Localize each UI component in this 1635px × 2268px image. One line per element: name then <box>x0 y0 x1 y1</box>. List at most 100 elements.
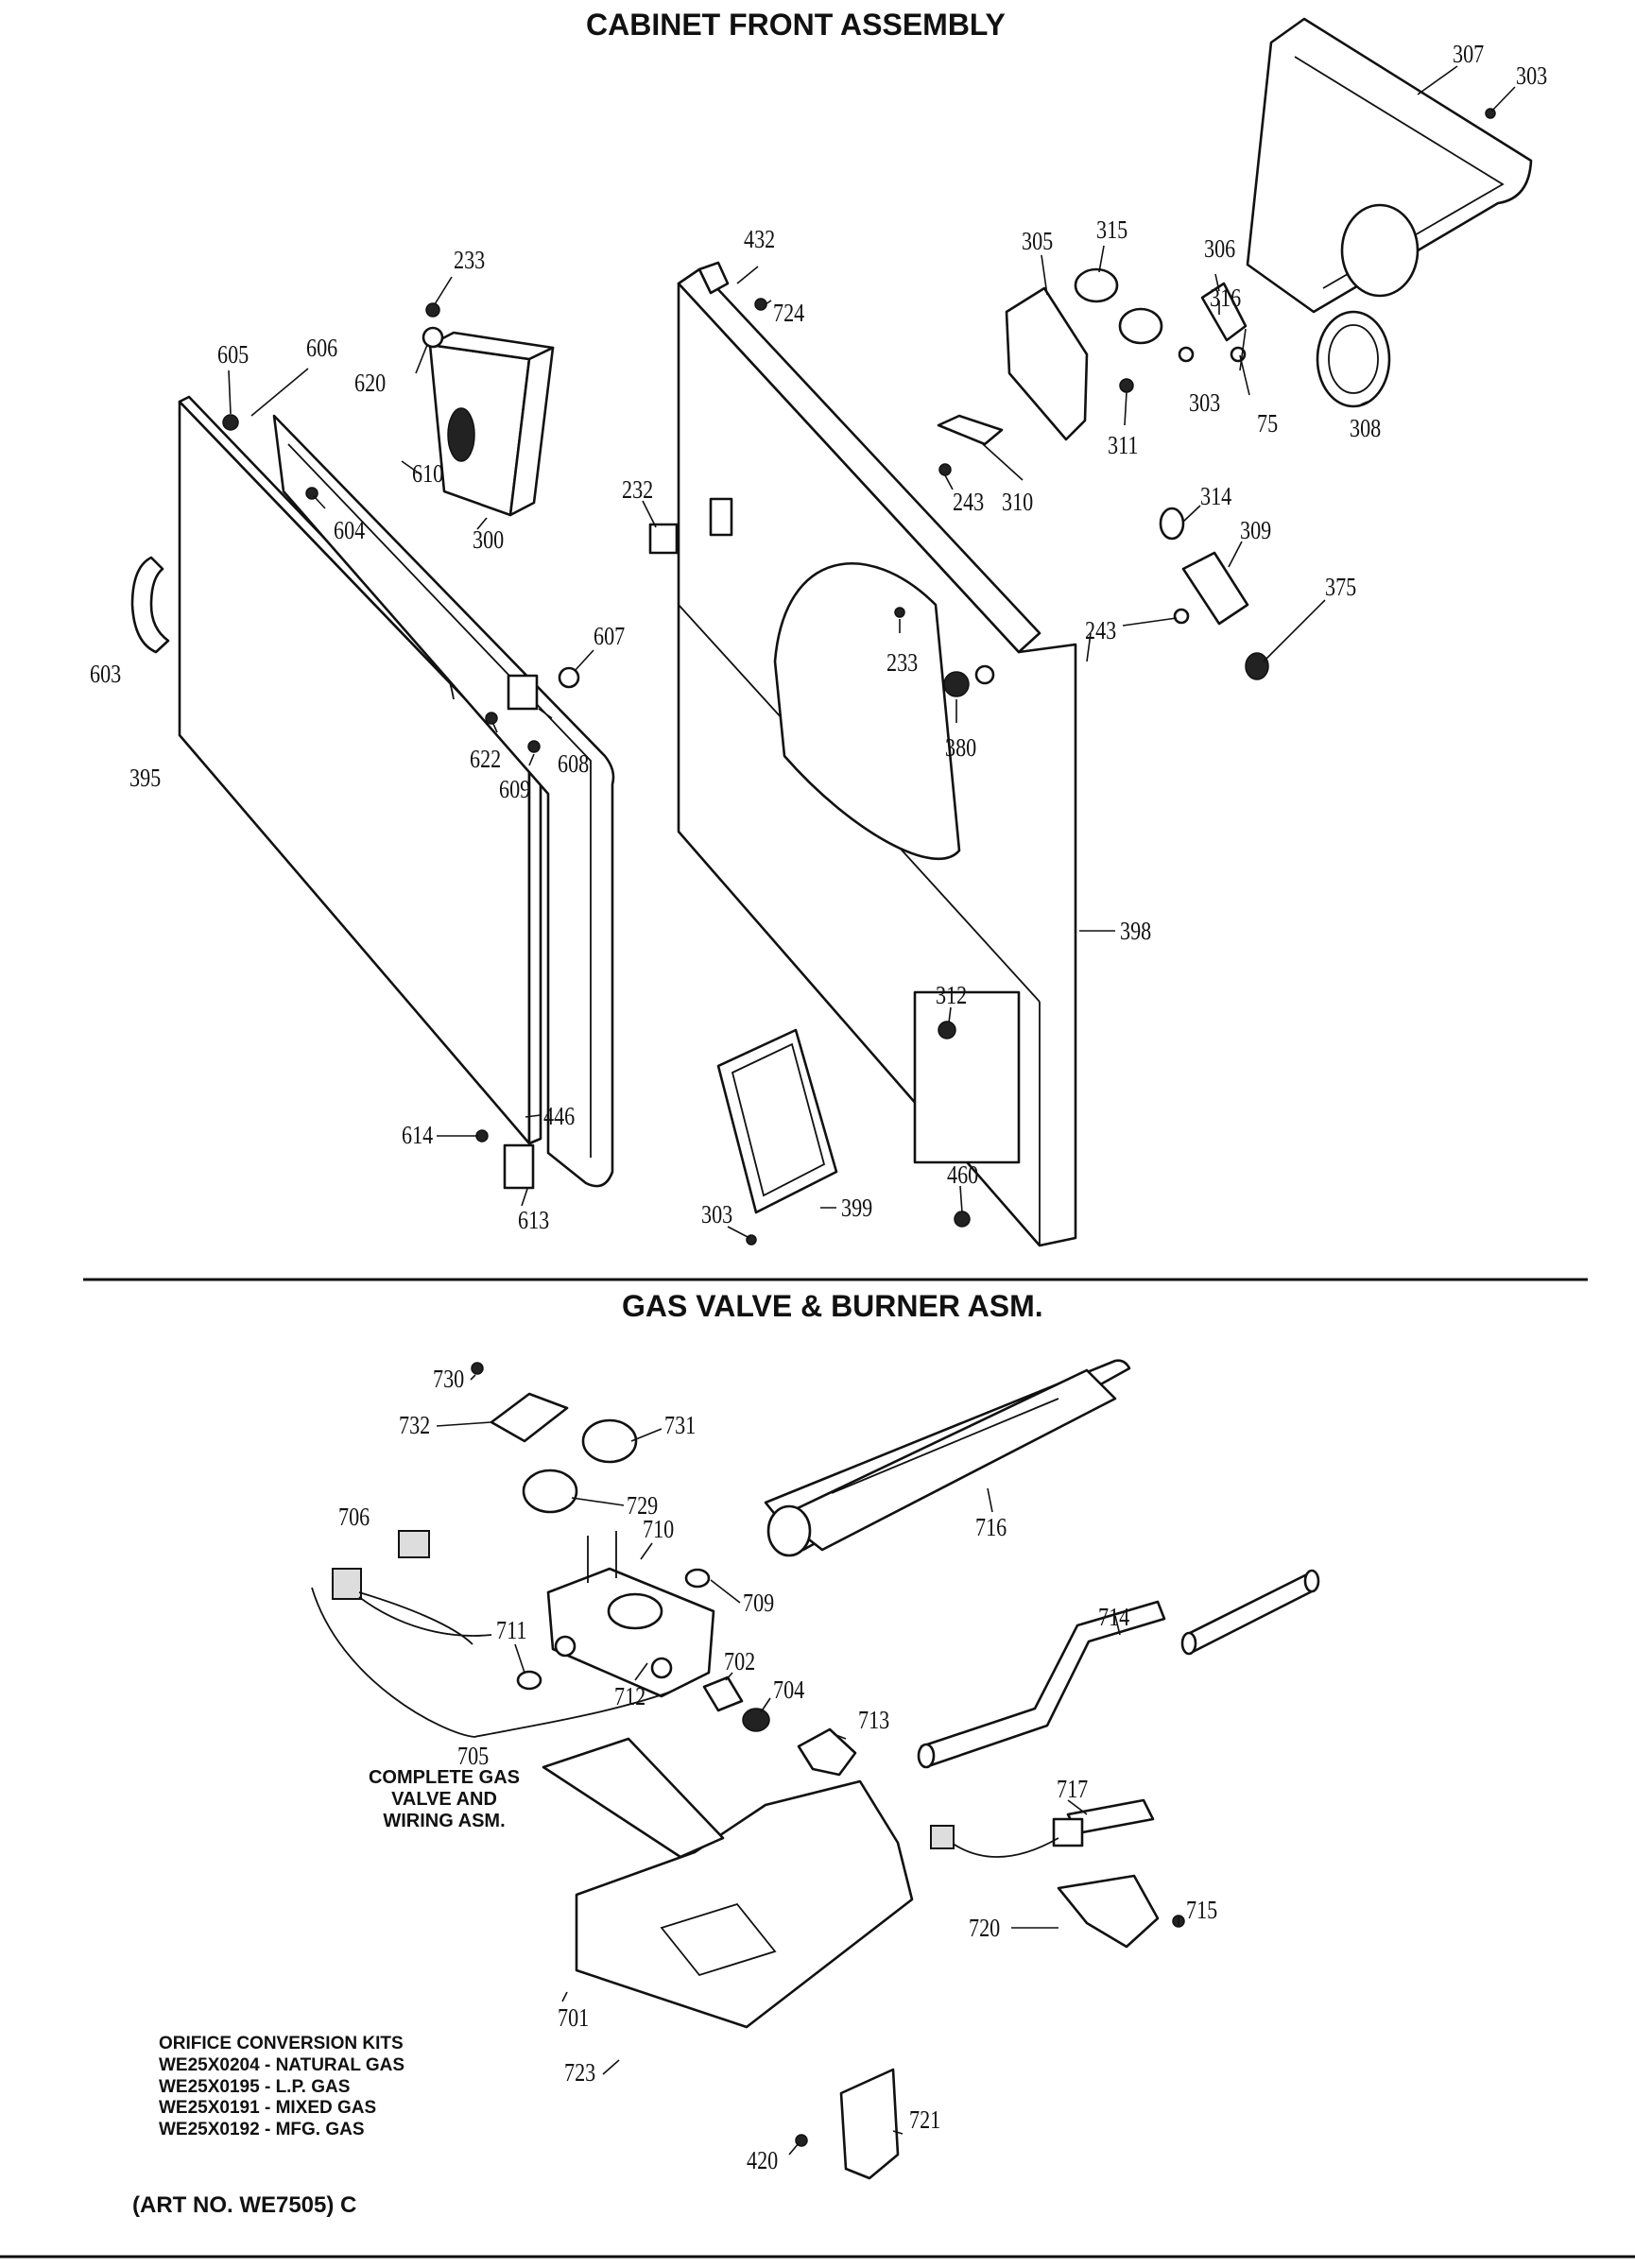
washer-part <box>558 666 580 689</box>
callout-label: 701 <box>558 2003 590 2032</box>
callout-label: 620 <box>354 369 387 397</box>
callout-label: 609 <box>499 775 531 803</box>
callout-label: 717 <box>1057 1775 1089 1803</box>
callout-label: 603 <box>90 660 122 688</box>
callout-label: 303 <box>1516 61 1548 90</box>
callout-label: 312 <box>936 981 968 1009</box>
screw-part <box>954 1211 971 1228</box>
callout-label: 610 <box>412 459 444 488</box>
callout-label: 233 <box>886 648 919 677</box>
burner-part <box>764 1359 1131 1557</box>
callout-label: 308 <box>1350 414 1382 442</box>
callout-label: 306 <box>1204 234 1236 263</box>
callout-label: 712 <box>614 1682 646 1710</box>
gas-pipe-part <box>917 1600 1166 1769</box>
screw-part <box>1119 378 1134 393</box>
lint-trap-housing-part <box>428 331 555 517</box>
callout-label: 704 <box>773 1675 805 1704</box>
fitting-part <box>702 1675 744 1712</box>
callout-label: 711 <box>496 1616 527 1644</box>
callout-label: 460 <box>947 1160 979 1189</box>
grille-part <box>716 1028 838 1214</box>
callout-label: 305 <box>1022 227 1054 255</box>
coil-part <box>581 1418 638 1464</box>
callout-label: 303 <box>1189 388 1221 417</box>
callout-label: 446 <box>543 1102 576 1130</box>
orifice-kit-item: WE25X0192 - MFG. GAS <box>159 2120 365 2140</box>
pipe-nipple-part <box>1180 1569 1320 1656</box>
callout-label: 715 <box>1186 1896 1218 1924</box>
coil-cover-part <box>490 1392 569 1443</box>
callout-label: 604 <box>334 516 366 544</box>
screw-part <box>527 740 541 753</box>
orifice-kits-list: ORIFICE CONVERSION KITS WE25X0204 - NATU… <box>159 2034 404 2141</box>
duct-gasket-part <box>937 414 1004 446</box>
thermostat-part <box>1074 267 1119 303</box>
callout-label: 243 <box>953 488 985 516</box>
callout-label: 395 <box>129 764 162 792</box>
bracket-part <box>1200 282 1248 342</box>
screw-part <box>1173 608 1190 625</box>
callout-label: 705 <box>457 1742 490 1770</box>
leader-lines <box>228 65 1516 1239</box>
orifice-kit-item: WE25X0195 - L.P. GAS <box>159 2076 351 2097</box>
thermostat-part <box>1118 307 1163 345</box>
callout-label: 731 <box>664 1411 697 1439</box>
callout-label: 315 <box>1096 215 1128 244</box>
hinge-part <box>507 674 539 711</box>
callout-label: 716 <box>975 1513 1007 1541</box>
switch-housing-part <box>1181 551 1249 626</box>
plug-part <box>684 1568 711 1589</box>
plug-part <box>516 1670 542 1691</box>
callout-label: 710 <box>643 1515 675 1543</box>
hinge-part <box>503 1143 535 1190</box>
callout-label: 75 <box>1257 409 1279 438</box>
igniter-part <box>930 1798 1155 1858</box>
washer-part <box>974 664 995 685</box>
door-switch-part <box>943 671 970 697</box>
callout-label: 730 <box>433 1365 465 1393</box>
screw-part <box>305 487 318 500</box>
bracket-part <box>1005 286 1089 441</box>
callout-label: 399 <box>841 1194 873 1222</box>
callout-label: 303 <box>701 1200 733 1228</box>
light-socket-part <box>1159 507 1185 541</box>
wiring-harness-part <box>332 1530 492 1645</box>
callout-label: 720 <box>969 1914 1001 1942</box>
clip-part <box>648 523 679 555</box>
callout-label: 420 <box>747 2146 779 2174</box>
washer-part <box>422 326 444 349</box>
cabinet-title: CABINET FRONT ASSEMBLY <box>586 8 1006 42</box>
callout-label: 605 <box>217 340 250 369</box>
callout-label: 613 <box>518 1206 550 1234</box>
orifice-kits-heading: ORIFICE CONVERSION KITS <box>159 2034 404 2053</box>
callout-label: 622 <box>470 745 502 773</box>
callout-label: 724 <box>773 299 805 327</box>
callout-label: 309 <box>1240 516 1272 544</box>
door-handle-part <box>130 556 170 654</box>
assembly-brace <box>311 1587 672 1738</box>
callout-label: 243 <box>1085 616 1117 644</box>
mount-plate-part <box>542 1737 725 1859</box>
callout-label: 300 <box>473 525 505 554</box>
felt-seal-part <box>1316 310 1391 408</box>
screw-part <box>222 414 239 431</box>
bulkhead-part <box>1246 17 1533 314</box>
callout-label: 706 <box>338 1503 370 1531</box>
callout-label: 310 <box>1002 488 1034 516</box>
callout-label: 311 <box>1108 431 1139 459</box>
screw-part <box>425 302 440 318</box>
elbow-part <box>797 1727 857 1777</box>
callout-label: 723 <box>564 2058 596 2087</box>
callout-label: 702 <box>724 1647 756 1675</box>
callout-label: 380 <box>945 733 977 762</box>
coil-part <box>522 1469 578 1514</box>
callout-label: 432 <box>744 225 776 253</box>
orifice-kit-item: WE25X0204 - NATURAL GAS <box>159 2054 405 2075</box>
callout-label: 721 <box>909 2105 941 2134</box>
callout-label: 614 <box>402 1121 434 1149</box>
shield-part <box>839 2068 900 2180</box>
front-panel-part <box>677 261 1077 1247</box>
orifice-kit-item: WE25X0191 - MIXED GAS <box>159 2098 377 2119</box>
